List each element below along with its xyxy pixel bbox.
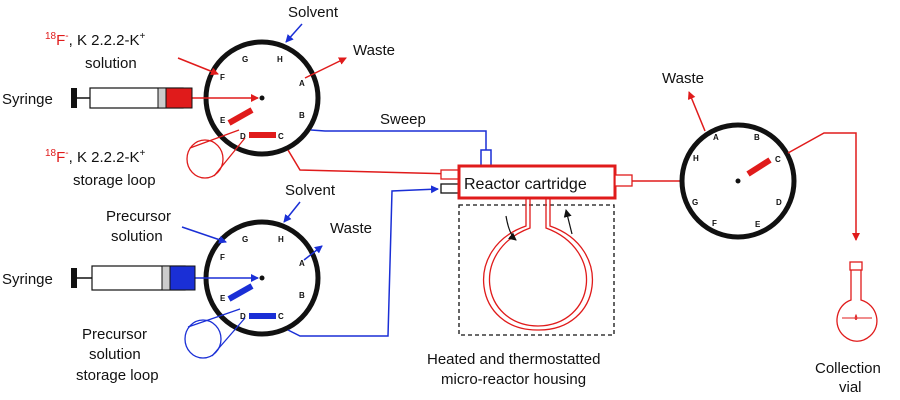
valve-2-port-d: D [240, 312, 246, 321]
reactor-cartridge-label: Reactor cartridge [464, 176, 587, 193]
precursor-loop-label-line2: solution [89, 346, 141, 363]
valve-1-solvent-arrow [285, 23, 303, 43]
valve-3-port-f: F [712, 219, 717, 228]
valve-3-port-d: D [776, 198, 782, 207]
svg-text:18F-, K 2.2.2-K+: 18F-, K 2.2.2-K+ [45, 148, 146, 166]
valve-2-port-h: H [278, 235, 284, 244]
valve-1-port-g: G [242, 55, 248, 64]
sweep-label: Sweep [380, 111, 426, 128]
valve-1-port-c: C [278, 132, 284, 141]
precursor-loop-label-line1: Precursor [82, 326, 147, 343]
valve-2-rotor-dc [249, 313, 276, 319]
valve-1-to-reactor-line [287, 149, 456, 178]
syringe-2-solution [169, 265, 196, 291]
valve-1-port-f: F [220, 73, 225, 82]
valve-1-port-h: H [277, 55, 283, 64]
collection-label-line2: vial [839, 379, 862, 396]
valve-1-port-d: D [240, 132, 246, 141]
valve-1-waste-label: Waste [353, 42, 395, 59]
valve-2-port-e: E [220, 294, 226, 303]
valve-3: A B C D E F G H [679, 122, 797, 240]
svg-text:storage loop: storage loop [73, 172, 156, 189]
valve-3-to-vial-line [787, 132, 860, 241]
valve-1-waste-arrow [304, 57, 347, 79]
collection-vial[interactable] [836, 261, 878, 342]
valve-3-waste-arrow [687, 91, 706, 132]
precursor-loop-label-line3: storage loop [76, 367, 159, 384]
fluoride-solution-label: 18F-, K 2.2.2-K+ solution [45, 31, 219, 76]
valve-1-port-a: A [299, 79, 305, 88]
valve-3-rotor [746, 157, 772, 177]
syringe-1-plunger-cap [71, 88, 77, 108]
precursor-arrow [181, 226, 227, 244]
valve-1-port-b: B [299, 111, 305, 120]
precursor-label-line1: Precursor [106, 208, 171, 225]
valve-2-port-b: B [299, 291, 305, 300]
valve-2-center [259, 275, 265, 281]
collection-label-line1: Collection [815, 360, 881, 377]
valve-2-port-c: C [278, 312, 284, 321]
svg-text:18F-, K 2.2.2-K+: 18F-, K 2.2.2-K+ [45, 31, 146, 49]
fluoride-loop-label: 18F-, K 2.2.2-K+ storage loop [45, 148, 156, 189]
fluoride-storage-loop [186, 129, 246, 179]
valve-3-port-b: B [754, 133, 760, 142]
valve-2-port-f: F [220, 253, 225, 262]
valve-2-rotor-e [227, 283, 254, 302]
valve-1-rotor-e [227, 107, 254, 126]
valve-3-center [735, 178, 741, 184]
valve-3-port-e: E [755, 220, 761, 229]
valve-2-port-a: A [299, 259, 305, 268]
valve-1: G H A B C D E F [183, 39, 321, 157]
housing-label-line1: Heated and thermostatted [427, 351, 600, 368]
valve-3-port-c: C [775, 155, 781, 164]
valve-2-solvent-arrow [283, 201, 301, 223]
valve-2-solvent-label: Solvent [285, 182, 336, 199]
syringe-1[interactable]: Syringe [2, 87, 193, 109]
valve-3-port-g: G [692, 198, 698, 207]
valve-2-port-g: G [242, 235, 248, 244]
syringe-1-solution [165, 87, 193, 109]
valve-1-center [259, 95, 265, 101]
valve-2-waste-arrow [303, 245, 323, 261]
valve-2: G H A B C D E F [195, 219, 321, 337]
reactor-cartridge[interactable]: Reactor cartridge [440, 164, 633, 200]
valve-2-to-reactor-line [287, 185, 439, 337]
valve-1-rotor-dc [249, 132, 276, 138]
valve-1-port-e: E [220, 116, 226, 125]
syringe-1-label: Syringe [2, 91, 53, 108]
valve-3-port-h: H [693, 154, 699, 163]
syringe-2[interactable]: Syringe [2, 265, 196, 291]
valve-3-waste-label: Waste [662, 70, 704, 87]
syringe-2-label: Syringe [2, 271, 53, 288]
micro-reactor-housing [458, 204, 615, 336]
precursor-label-line2: solution [111, 228, 163, 245]
precursor-storage-loop [184, 308, 246, 359]
micro-reactor-coil [482, 198, 594, 331]
housing-label-line2: micro-reactor housing [441, 371, 586, 388]
sweep-line [310, 129, 487, 150]
valve-3-port-a: A [713, 133, 719, 142]
valve-2-waste-label: Waste [330, 220, 372, 237]
valve-1-solvent-label: Solvent [288, 4, 339, 21]
svg-text:solution: solution [85, 55, 137, 72]
